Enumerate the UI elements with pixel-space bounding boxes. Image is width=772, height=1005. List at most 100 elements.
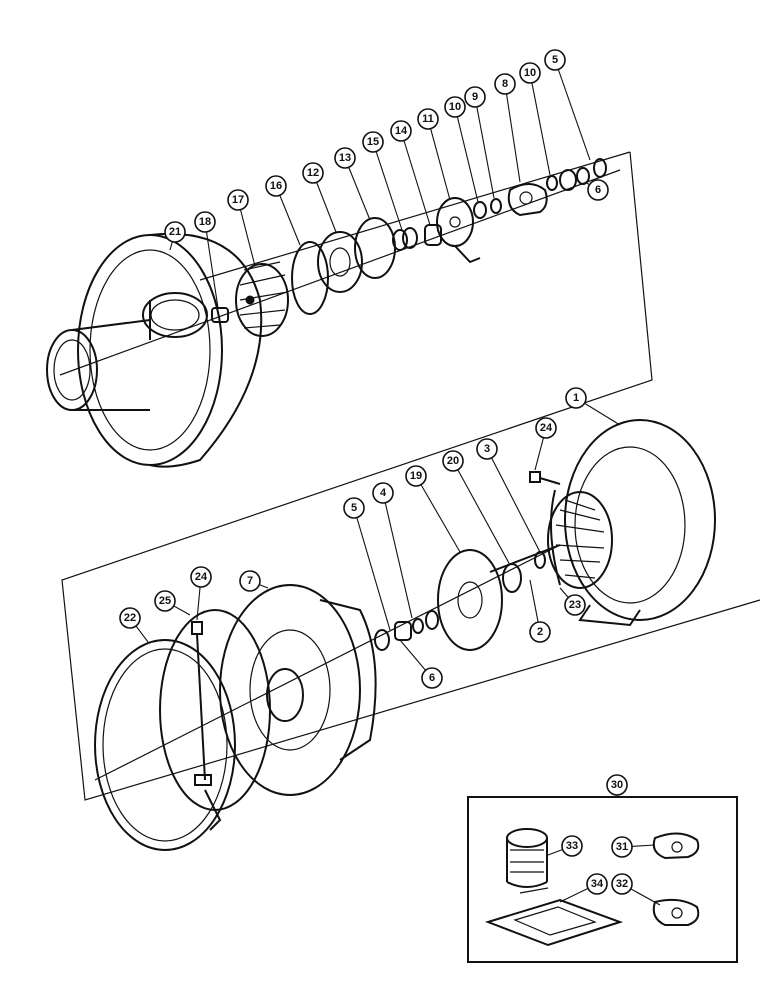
callout-circle-c6b xyxy=(421,667,443,689)
callout-label-c32: 32 xyxy=(616,878,628,890)
frame-edge-top xyxy=(199,151,631,281)
retainer-ring-lower xyxy=(425,610,439,630)
backplate xyxy=(317,231,363,293)
bearing-upper xyxy=(559,169,577,191)
callout-circle-c8 xyxy=(494,73,516,95)
retainer-ring-lower-b xyxy=(374,629,390,651)
callout-label-c17: 17 xyxy=(232,194,244,206)
callout-label-c6b: 6 xyxy=(429,672,435,684)
callout-label-c23: 23 xyxy=(569,599,581,611)
v-band-bolt xyxy=(191,621,206,781)
callout-label-c34: 34 xyxy=(591,878,604,890)
washer-upper xyxy=(473,201,487,219)
leader-line-c9 xyxy=(474,96,495,199)
washer-small xyxy=(546,175,558,191)
callout-label-c10a: 10 xyxy=(449,101,461,113)
leader-line-c5a xyxy=(554,59,591,161)
leader-line-c17 xyxy=(237,199,256,267)
callout-label-c8: 8 xyxy=(502,78,508,90)
callout-circle-c3 xyxy=(476,438,498,460)
thrust-bearing xyxy=(436,197,481,264)
callout-label-c7: 7 xyxy=(247,575,253,587)
gasket-small-lower xyxy=(652,898,700,926)
callout-circle-c18 xyxy=(194,211,216,233)
callout-circle-c23 xyxy=(564,594,586,616)
callout-circle-c34 xyxy=(586,873,608,895)
callout-circle-c16 xyxy=(265,175,287,197)
turbine-housing xyxy=(564,419,716,627)
v-band-clamp xyxy=(94,639,236,851)
retainer-ring-upper-b xyxy=(593,158,607,178)
callout-label-c24a: 24 xyxy=(540,422,553,434)
impeller-nut xyxy=(211,307,229,323)
callout-circle-c19 xyxy=(405,465,427,487)
exploded-view-frame xyxy=(61,151,761,801)
callout-label-c5a: 5 xyxy=(552,54,558,66)
callout-label-c21: 21 xyxy=(169,226,181,238)
callout-label-c22: 22 xyxy=(124,612,136,624)
callout-circle-c21 xyxy=(164,221,186,243)
callout-circle-c22 xyxy=(119,607,141,629)
callout-circle-c15 xyxy=(362,131,384,153)
leader-line-c14 xyxy=(400,130,431,226)
leader-line-c5b xyxy=(353,507,391,631)
callout-label-c11: 11 xyxy=(422,113,434,125)
gasket-small-upper xyxy=(652,832,700,860)
o-ring xyxy=(354,217,396,279)
bearing-housing-plate xyxy=(437,549,503,651)
callout-circle-c4 xyxy=(372,482,394,504)
callout-label-c16: 16 xyxy=(270,180,282,192)
callout-group: 2118171612131514111098105612432019452237… xyxy=(119,49,661,906)
leader-line-c10a xyxy=(454,106,479,203)
bearing-washer-lower xyxy=(412,618,424,634)
callout-circle-c33 xyxy=(561,835,583,857)
callout-circle-c7 xyxy=(239,570,261,592)
leader-line-c15 xyxy=(372,141,403,231)
piston-rings xyxy=(392,227,418,251)
callout-label-c2: 2 xyxy=(537,626,543,638)
turbine-clamp xyxy=(550,489,561,586)
leader-line-c19 xyxy=(415,475,461,553)
callout-circle-c10a xyxy=(444,96,466,118)
callout-label-c31: 31 xyxy=(616,841,628,853)
callout-label-c1: 1 xyxy=(573,392,579,404)
callout-label-c33: 33 xyxy=(566,840,578,852)
callout-label-c6a: 6 xyxy=(595,184,601,196)
callout-circle-c14 xyxy=(390,120,412,142)
leader-line-c10b xyxy=(529,72,551,176)
callout-label-c3: 3 xyxy=(484,443,490,455)
callout-circle-c24b xyxy=(190,566,212,588)
turbine-o-ring xyxy=(159,609,271,811)
callout-label-c12: 12 xyxy=(307,167,319,179)
callout-label-c15: 15 xyxy=(367,136,379,148)
clamp-bolt xyxy=(529,471,561,485)
compressor-wheel xyxy=(235,261,289,337)
callout-circle-c17 xyxy=(227,189,249,211)
callout-circle-c10b xyxy=(519,62,541,84)
callout-label-c25: 25 xyxy=(159,595,171,607)
callout-circle-c11 xyxy=(417,108,439,130)
center-housing xyxy=(219,584,377,796)
spacer xyxy=(490,198,502,214)
bearing-lower xyxy=(394,621,412,641)
leader-line-c11 xyxy=(427,118,451,201)
callout-circle-c5a xyxy=(544,49,566,71)
callout-label-c5b: 5 xyxy=(351,502,357,514)
leader-line-c18 xyxy=(204,221,219,309)
heat-shroud xyxy=(502,563,522,593)
callout-label-c30: 30 xyxy=(611,779,623,791)
callout-label-c14: 14 xyxy=(395,125,408,137)
upper-centerline xyxy=(59,169,621,376)
leader-line-c20 xyxy=(452,460,511,566)
callout-circle-c1 xyxy=(565,387,587,409)
compressor-housing xyxy=(46,232,263,468)
callout-circle-c9 xyxy=(464,86,486,108)
oil-filter xyxy=(506,828,549,894)
gasket-large xyxy=(484,898,624,947)
snap-ring xyxy=(291,241,329,315)
callout-circle-c5b xyxy=(343,497,365,519)
callout-circle-c25 xyxy=(154,590,176,612)
callout-circle-c20 xyxy=(442,450,464,472)
